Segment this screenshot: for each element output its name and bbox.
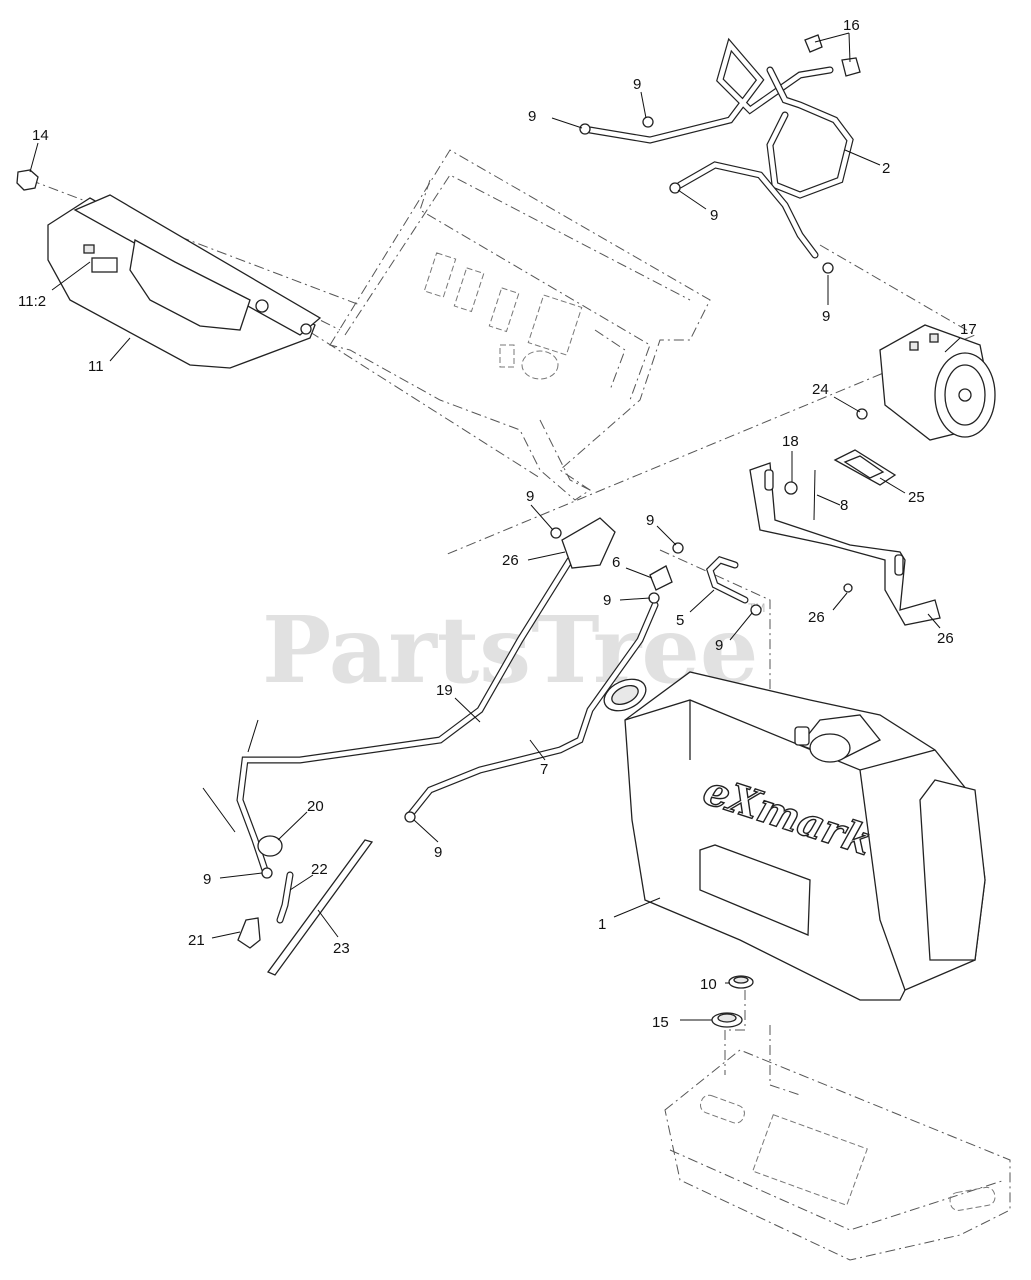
bracket-24 bbox=[749, 462, 941, 626]
hose-7 bbox=[406, 601, 659, 819]
screw-25 bbox=[843, 583, 853, 593]
clip-8 bbox=[813, 469, 816, 521]
hose-assembly-2 bbox=[586, 34, 861, 259]
callout-9: 9 bbox=[822, 308, 830, 325]
callout-25: 26 bbox=[808, 609, 825, 626]
plate-23 bbox=[833, 449, 897, 486]
callout-7: 7 bbox=[540, 761, 548, 778]
valve-18 bbox=[257, 835, 283, 857]
dipstick-21 bbox=[266, 839, 374, 976]
grommet-10 bbox=[728, 975, 754, 989]
callout-9: 9 bbox=[646, 512, 654, 529]
callout-10: 10 bbox=[700, 976, 717, 993]
callout-11-2: 11:2 bbox=[18, 293, 46, 310]
callout-9: 9 bbox=[710, 207, 718, 224]
callout-21: 23 bbox=[333, 940, 350, 957]
fuel-tank-1 bbox=[624, 671, 986, 1001]
callout-23: 25 bbox=[908, 489, 925, 506]
nut-22 bbox=[856, 408, 868, 420]
callout-9: 9 bbox=[603, 592, 611, 609]
callout-12: 14 bbox=[32, 127, 49, 144]
callout-26: 26 bbox=[502, 552, 519, 569]
callout-17: 19 bbox=[436, 682, 453, 699]
callout-2: 2 bbox=[882, 160, 890, 177]
callout-19: 21 bbox=[188, 932, 205, 949]
hose-17 bbox=[236, 556, 574, 874]
callout-9: 9 bbox=[633, 76, 641, 93]
callout-9: 9 bbox=[715, 637, 723, 654]
callout-6: 6 bbox=[612, 554, 620, 571]
grommet-13 bbox=[711, 1012, 743, 1028]
clamp-9-set bbox=[261, 116, 834, 879]
callout-20: 22 bbox=[311, 861, 328, 878]
callout-9: 9 bbox=[528, 108, 536, 125]
fitting-6 bbox=[649, 565, 673, 591]
filter-26 bbox=[561, 517, 616, 569]
nut-16 bbox=[784, 481, 798, 495]
callout-16: 18 bbox=[782, 433, 799, 450]
bolt-12 bbox=[16, 169, 39, 191]
canister-15 bbox=[879, 324, 996, 441]
tank-neck bbox=[603, 678, 647, 712]
callout-13: 15 bbox=[652, 1014, 669, 1031]
callout-18: 20 bbox=[307, 798, 324, 815]
callout-11: 11 bbox=[88, 358, 104, 375]
callout-5: 5 bbox=[676, 612, 684, 629]
callout-15: 17 bbox=[960, 321, 977, 338]
leader-lines bbox=[29, 32, 961, 1021]
callout-22: 24 bbox=[812, 381, 829, 398]
callout-9: 9 bbox=[203, 871, 211, 888]
frame-panel bbox=[329, 149, 711, 501]
callout-9: 9 bbox=[434, 844, 442, 861]
callout-9: 9 bbox=[526, 488, 534, 505]
callout-8: 8 bbox=[840, 497, 848, 514]
elbow-19 bbox=[237, 917, 261, 949]
callout-labels: 14 11:2 11 9 9 9 9 2 16 17 24 18 8 25 26… bbox=[18, 17, 977, 1031]
bottom-frame bbox=[664, 1025, 1011, 1261]
callout-24: 26 bbox=[937, 630, 954, 647]
callout-1: 1 bbox=[598, 916, 606, 933]
hose-5 bbox=[705, 555, 749, 604]
callout-14: 16 bbox=[843, 17, 860, 34]
cover-panel-11 bbox=[47, 194, 322, 369]
